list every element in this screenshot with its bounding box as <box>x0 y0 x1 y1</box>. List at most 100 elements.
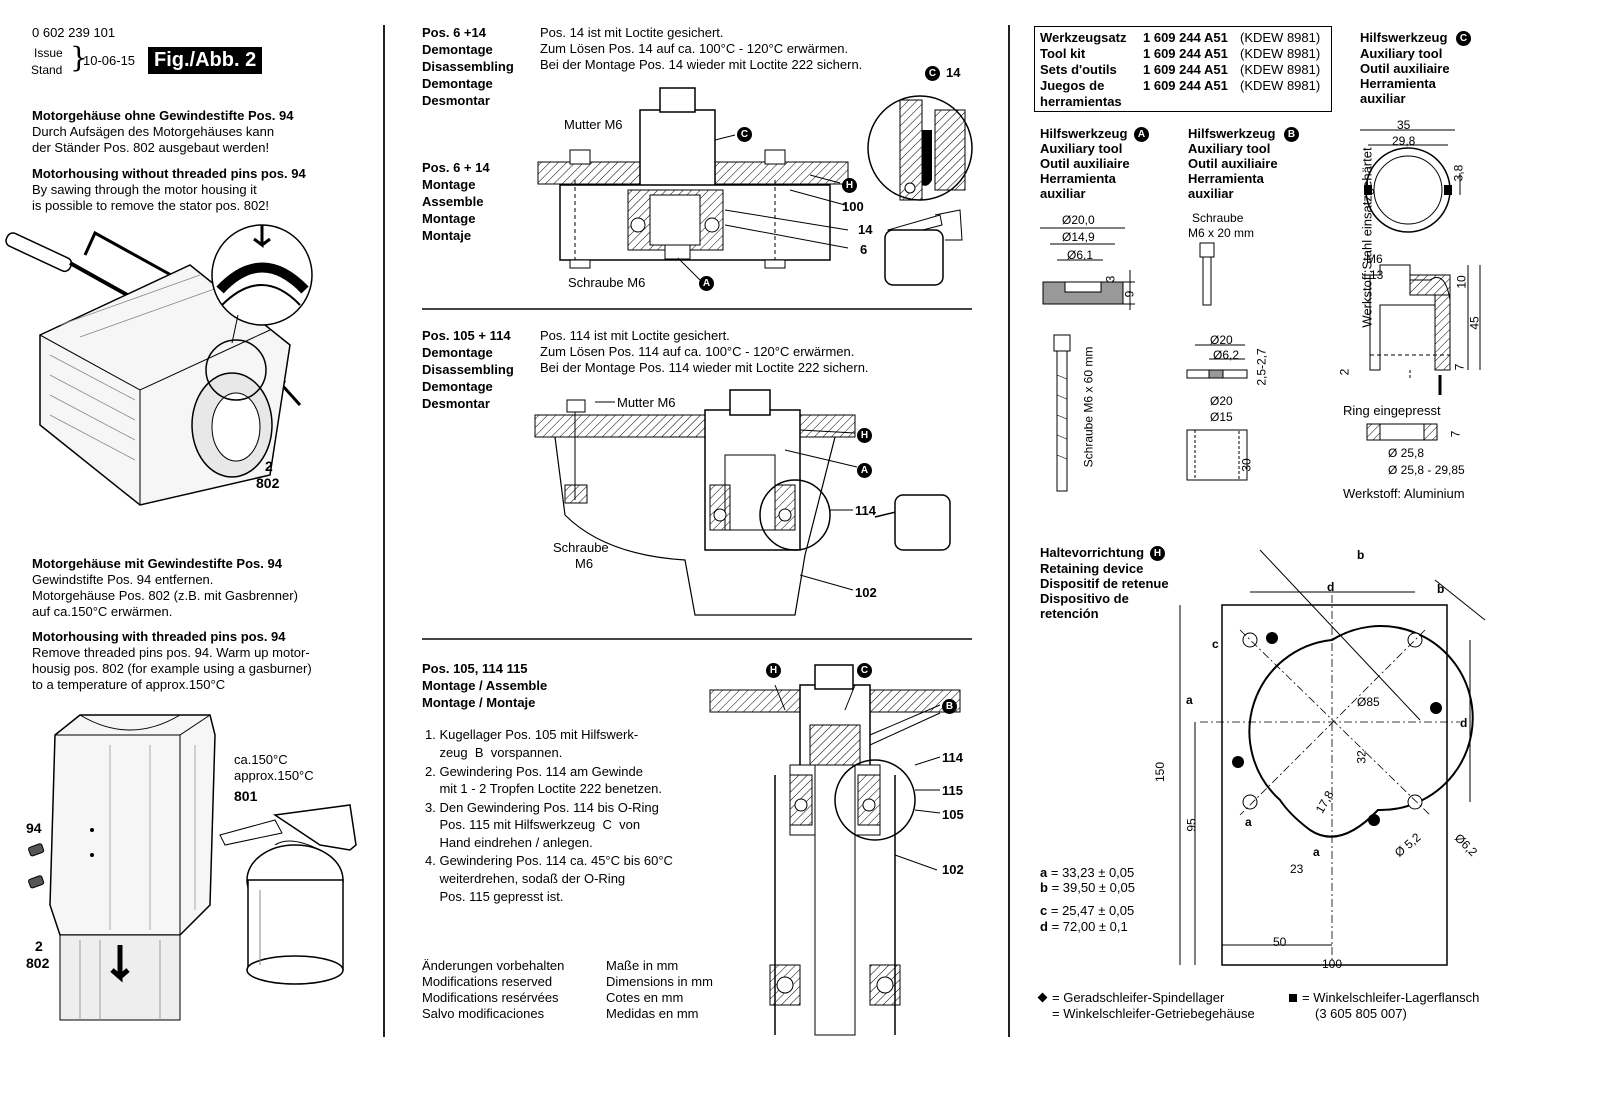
badge-c: C <box>857 662 872 680</box>
dimension-label: Ø 25,8 <box>1388 446 1425 460</box>
block-text: Bei der Montage Pos. 114 wieder mit Loct… <box>540 360 869 375</box>
part-label: 802 <box>256 475 280 491</box>
badge-c: C <box>925 65 940 83</box>
block-heading: Demontage <box>422 76 493 91</box>
screw-label: Schraube <box>1192 211 1244 225</box>
tolerance-row: a = 33,23 ± 0,05 <box>1040 865 1135 880</box>
badge-a: A <box>1134 126 1149 144</box>
tool-a-drawing <box>1040 227 1135 310</box>
tool-title: Auxiliary tool <box>1360 46 1443 61</box>
block-heading: Demontage <box>422 42 493 57</box>
tool-title: Herramienta <box>1040 171 1116 186</box>
block-position: Pos. 105, 114 115 <box>422 661 528 676</box>
dimension-label: 35 <box>1397 118 1411 132</box>
plate-dimension: 32 <box>1354 750 1369 764</box>
stand-label: Stand <box>31 63 63 77</box>
block-heading: Demontage <box>422 345 493 360</box>
legend-text: = Winkelschleifer-Getriebegehäuse <box>1052 1006 1255 1021</box>
tool-title: Outil auxiliaire <box>1360 61 1450 76</box>
section-divider <box>422 308 972 310</box>
block-text: Zum Lösen Pos. 14 auf ca. 100°C - 120°C … <box>540 41 849 56</box>
footer-note: Änderungen vorbehalten <box>422 958 565 973</box>
kit-row-code: (KDEW 8981) <box>1240 30 1321 45</box>
callout-label: Schraube <box>553 540 609 555</box>
dimension-label: M6 <box>1366 252 1383 266</box>
tool-title: auxiliar <box>1040 186 1086 201</box>
kit-row-number: 1 609 244 A51 <box>1143 46 1228 61</box>
tool-title: Auxiliary tool <box>1188 141 1271 156</box>
block-text: Pos. 14 ist mit Loctite gesichert. <box>540 25 724 40</box>
screw-a-drawing <box>1053 334 1071 492</box>
plate-dimension: a <box>1186 693 1193 707</box>
part-label: 105 <box>942 807 964 822</box>
plate-dimension: a <box>1313 845 1320 859</box>
block-text: Zum Lösen Pos. 114 auf ca. 100°C - 120°C… <box>540 344 855 359</box>
part-label: 102 <box>855 585 877 600</box>
dimension-label: 29,8 <box>1392 134 1416 148</box>
part-label: 100 <box>842 199 864 214</box>
plate-dimension: 100 <box>1322 957 1343 971</box>
part-label: 114 <box>942 750 963 765</box>
tool-title: Auxiliary tool <box>1040 141 1123 156</box>
badge-c: C <box>1456 30 1471 48</box>
column-divider <box>1008 25 1010 1037</box>
plate-dimension: d <box>1327 580 1335 594</box>
dimension-label: 2 <box>1337 368 1352 376</box>
step-line: 2. Gewindering Pos. 114 am Gewinde <box>425 764 643 779</box>
paragraph-line: Motorgehäuse Pos. 802 (z.B. mit Gasbrenn… <box>32 588 298 603</box>
part-label: 801 <box>234 788 258 804</box>
part-label: 14 <box>858 222 873 237</box>
section-divider <box>422 638 972 640</box>
tool-title: Outil auxiliaire <box>1040 156 1130 171</box>
kit-row-label: Tool kit <box>1040 46 1086 61</box>
dimension-label: 45 <box>1467 316 1482 330</box>
step-line: 4. Gewindering Pos. 114 ca. 45°C bis 60°… <box>425 853 673 868</box>
block-heading: Montage / Montaje <box>422 695 536 710</box>
footer-note: Cotes en mm <box>606 990 684 1005</box>
doc-number: 0 602 239 101 <box>32 25 116 40</box>
part-label: 102 <box>942 862 964 877</box>
block-heading: Desmontar <box>422 93 490 108</box>
callout-label: Mutter M6 <box>564 117 623 132</box>
plate-dimension: 95 <box>1184 818 1199 832</box>
step-line: weiterdrehen, sodaß der O-Ring <box>425 871 626 886</box>
kit-row-label: Werkzeugsatz <box>1040 30 1127 45</box>
holder-title: Haltevorrichtung <box>1040 545 1145 560</box>
paragraph-line: to a temperature of approx.150°C <box>32 677 226 692</box>
retaining-plate-drawing <box>1179 549 1486 966</box>
block-heading: Montaje <box>422 228 472 243</box>
part-label: 114 <box>855 503 876 518</box>
temperature-label: approx.150°C <box>234 768 314 783</box>
block-text: Pos. 114 ist mit Loctite gesichert. <box>540 328 730 343</box>
dimension-label: 13 <box>1370 268 1384 282</box>
footer-note: Medidas en mm <box>606 1006 699 1021</box>
kit-row-label: Juegos de <box>1040 78 1105 93</box>
step-line: Pos. 115 gepresst ist. <box>425 889 564 904</box>
footer-note: Maße in mm <box>606 958 679 973</box>
tolerance-row: c = 25,47 ± 0,05 <box>1040 903 1135 918</box>
block-position: Pos. 105 + 114 <box>422 328 511 343</box>
plate-dimension: b <box>1357 548 1365 562</box>
step-line: Pos. 115 mit Hilfswerkzeug C von <box>425 817 641 832</box>
tool-title: Outil auxiliaire <box>1188 156 1278 171</box>
plate-dimension: Ø85 <box>1357 695 1380 709</box>
paragraph-line: Remove threaded pins pos. 94. Warm up mo… <box>32 645 310 660</box>
plate-dimension: 23 <box>1290 862 1304 876</box>
block-heading: Desmontar <box>422 396 490 411</box>
part-label: 2 <box>35 938 43 954</box>
bearing-install-drawing <box>709 664 961 1036</box>
callout-label: M6 <box>575 556 594 571</box>
part-label: 115 <box>942 783 963 798</box>
holder-title: Dispositif de retenue <box>1040 576 1169 591</box>
legend-text: = Winkelschleifer-Lagerflansch <box>1302 990 1480 1005</box>
bearing-removal-drawing <box>534 389 951 616</box>
tool-title: Herramienta <box>1360 76 1436 91</box>
part-label: 94 <box>26 820 42 836</box>
tool-title: Hilfswerkzeug <box>1188 126 1276 141</box>
housing-heating-illustration <box>28 714 357 1021</box>
tool-title: Herramienta <box>1188 171 1264 186</box>
dimension-label: Ø14,9 <box>1062 230 1095 244</box>
tool-title: Hilfswerkzeug <box>1360 30 1448 45</box>
tool-c-drawing <box>1360 129 1481 395</box>
section-title: Motorhousing with threaded pins pos. 94 <box>32 629 286 644</box>
